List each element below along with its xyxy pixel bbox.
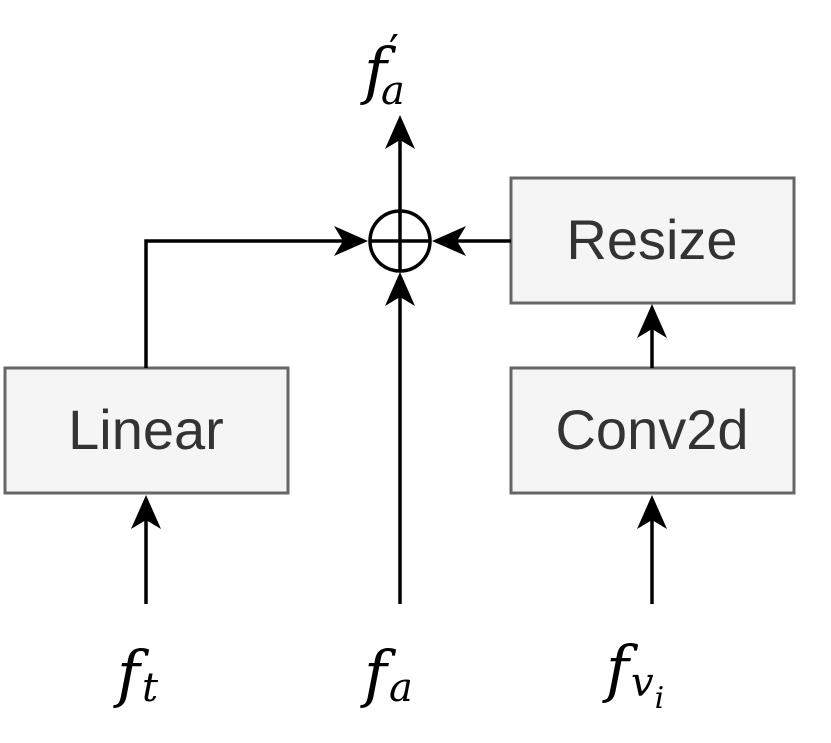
linear-block: Linear — [3, 366, 290, 495]
arrow-resize-to-sum — [432, 226, 511, 256]
arrow-conv2d-to-resize — [637, 304, 667, 368]
arrow-fvi-to-conv2d — [637, 495, 667, 604]
sum-operator-icon — [368, 209, 432, 273]
arrow-fa-to-sum — [385, 272, 415, 604]
arrow-ft-to-linear — [131, 495, 161, 604]
label-f-v-i: fvi — [602, 632, 664, 716]
arrow-sum-to-output — [385, 115, 415, 211]
conv2d-block: Conv2d — [509, 366, 796, 495]
label-f-a: fa — [360, 637, 413, 711]
arrow-linear-to-sum — [144, 226, 368, 368]
conv2d-block-label: Conv2d — [555, 398, 748, 461]
linear-block-label: Linear — [68, 398, 224, 461]
resize-block: Resize — [509, 176, 796, 305]
label-f-t: ft — [113, 637, 159, 711]
resize-block-label: Resize — [566, 208, 737, 271]
label-f-a-prime: f′a — [360, 26, 405, 114]
